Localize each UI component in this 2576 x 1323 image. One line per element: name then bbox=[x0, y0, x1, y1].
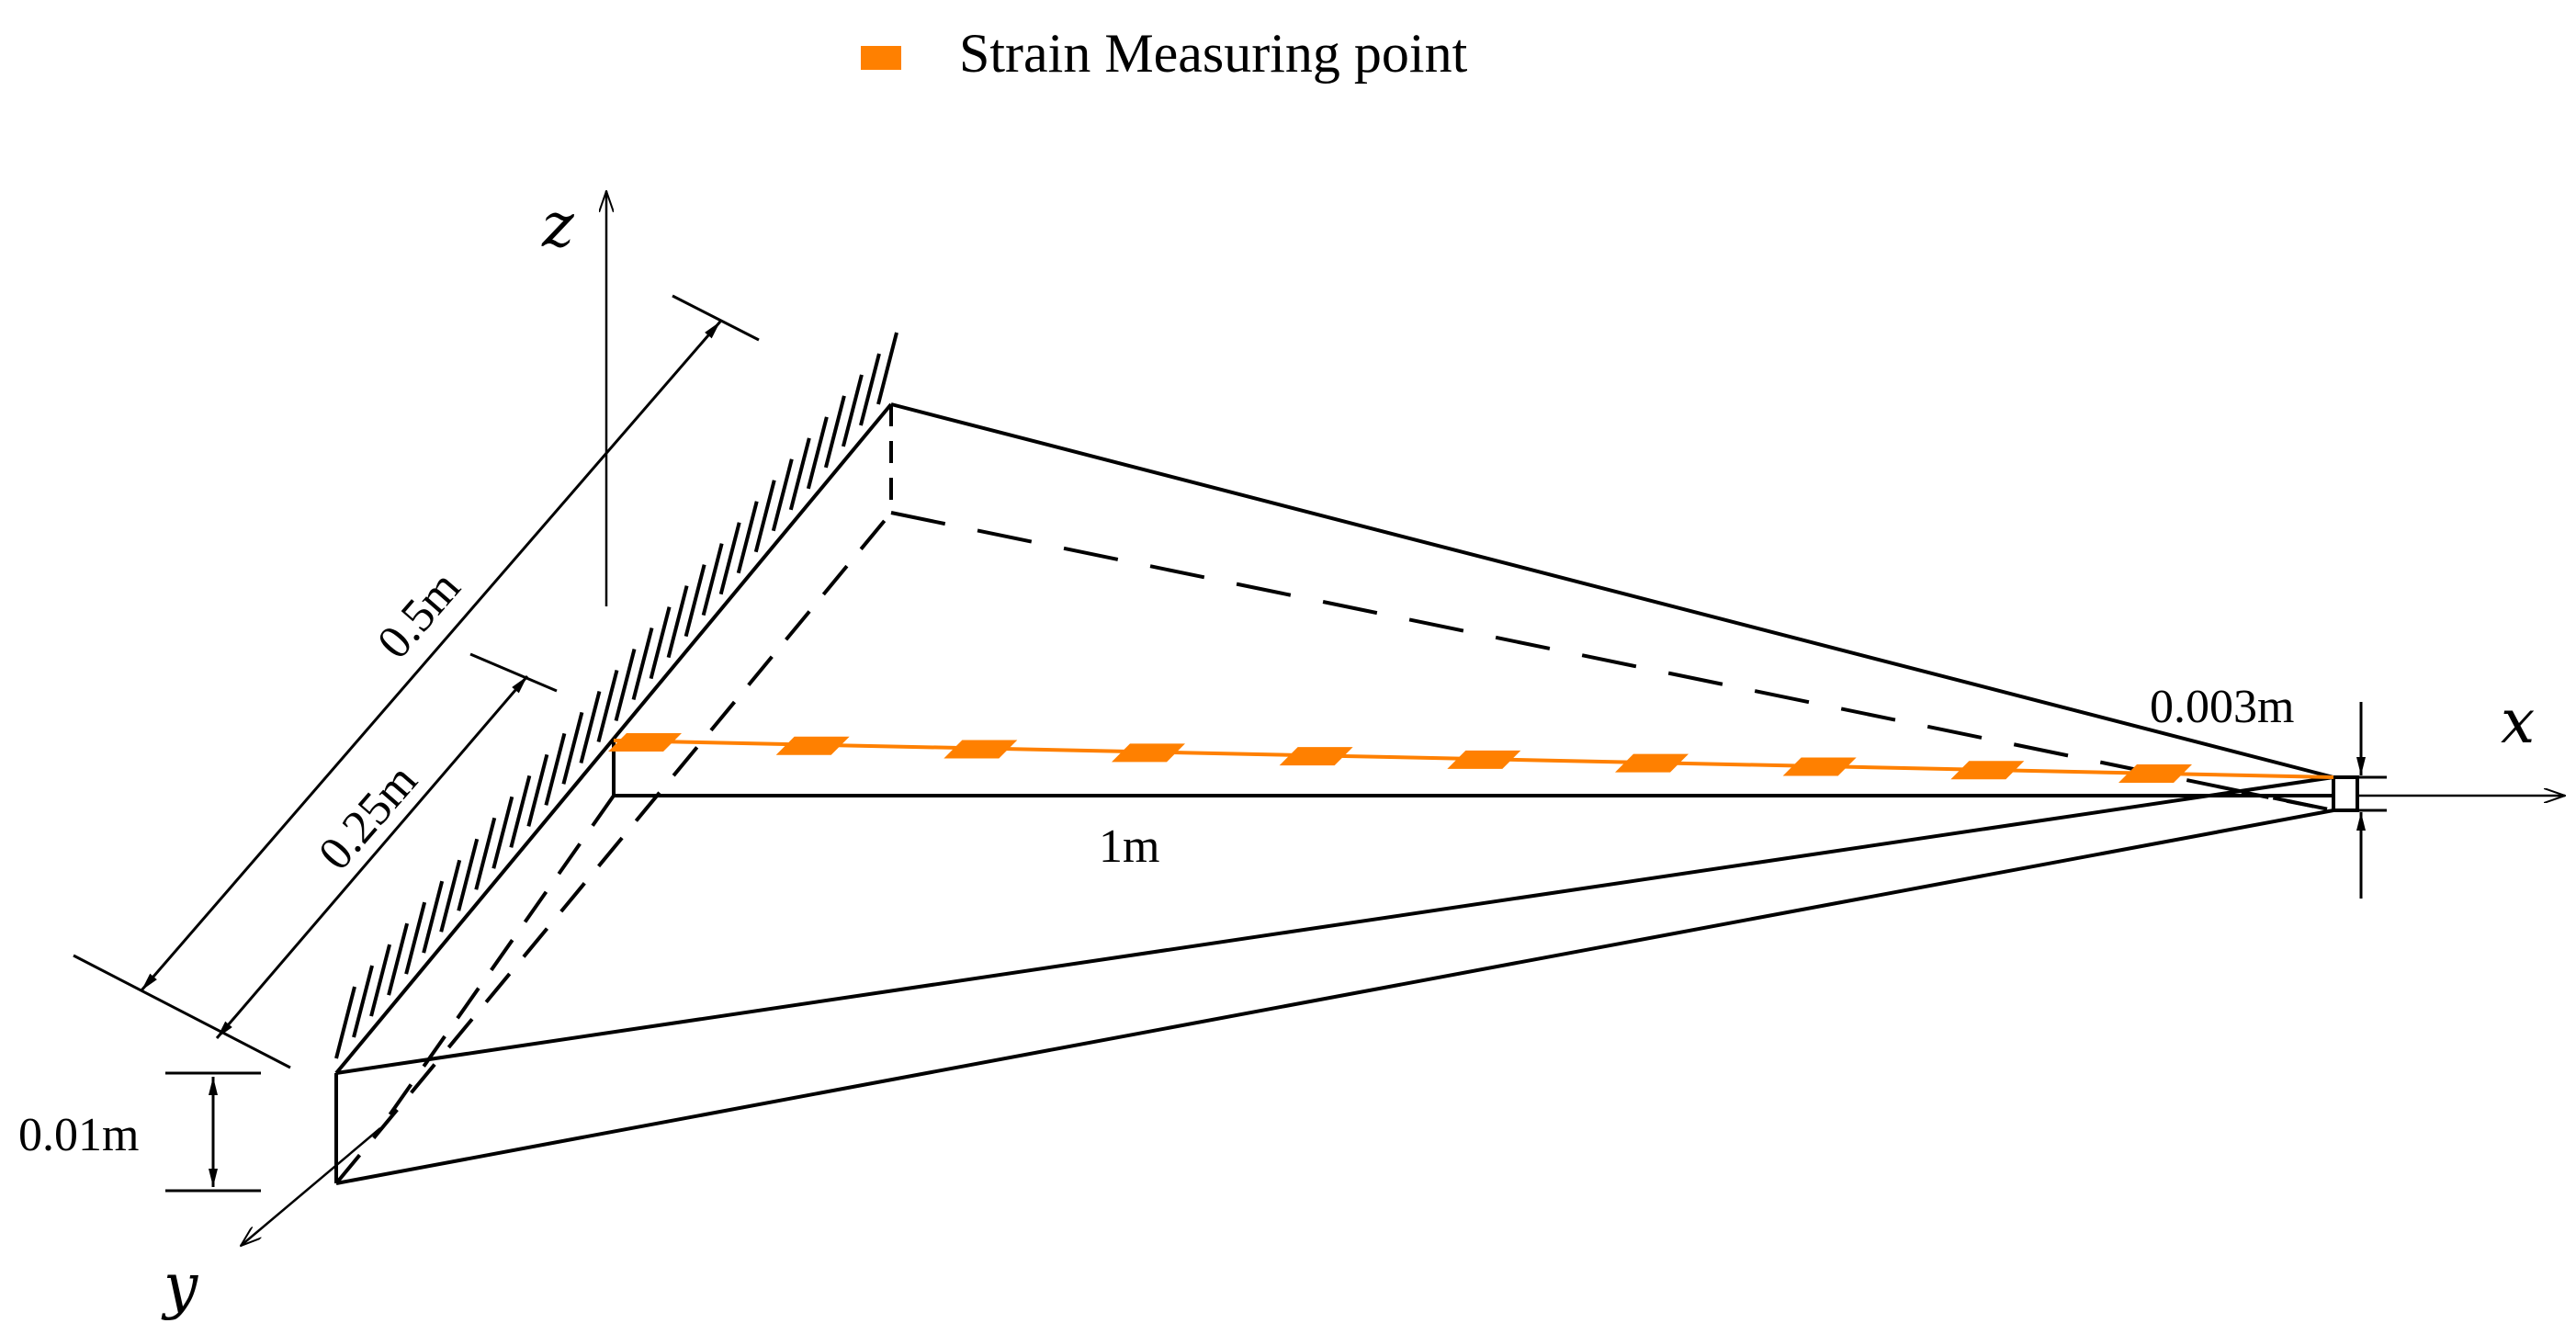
hatch-line bbox=[561, 711, 584, 785]
hatch-line bbox=[823, 395, 846, 469]
hatch-line bbox=[422, 880, 445, 954]
hatch-line bbox=[509, 775, 532, 848]
hatch-line bbox=[596, 669, 619, 742]
hatch-line bbox=[474, 817, 497, 890]
measuring-point bbox=[943, 740, 1018, 759]
measuring-point bbox=[2118, 764, 2192, 783]
measuring-line-group bbox=[608, 733, 2334, 783]
hatch-line bbox=[457, 838, 480, 911]
measuring-point bbox=[1447, 750, 1521, 769]
dim-root-thickness: 0.01m bbox=[18, 1071, 261, 1193]
hatch-line bbox=[544, 732, 567, 806]
z-axis-label: z bbox=[541, 190, 575, 261]
hatch-line bbox=[841, 374, 864, 447]
dim-0p25-ext-top bbox=[469, 652, 558, 693]
x-axis-label: x bbox=[2501, 686, 2535, 757]
legend-marker bbox=[861, 46, 901, 70]
x-axis: x bbox=[2357, 686, 2565, 796]
hatch-line bbox=[718, 522, 741, 595]
hatch-line bbox=[369, 944, 392, 1017]
dim-0p5-ext-bottom bbox=[73, 954, 291, 1069]
y-axis-line bbox=[241, 1127, 381, 1246]
mid-to-tip-hidden bbox=[2241, 790, 2334, 812]
hatch-line bbox=[876, 332, 898, 405]
hatch-line bbox=[788, 437, 811, 511]
measuring-point bbox=[1279, 747, 1353, 766]
hatch-line bbox=[334, 986, 356, 1059]
legend: Strain Measuring point bbox=[861, 23, 1468, 84]
hatch-line bbox=[614, 649, 637, 722]
mid-root-hidden bbox=[378, 794, 616, 1130]
top-back-edge bbox=[890, 402, 2334, 779]
hatch-line bbox=[439, 859, 462, 933]
hatch-line bbox=[701, 543, 724, 616]
measuring-point bbox=[1950, 761, 2025, 780]
bottom-front-edge bbox=[335, 808, 2334, 1185]
y-axis: y bbox=[161, 1127, 381, 1321]
dim-0p5-label: 0.5m bbox=[367, 561, 470, 669]
measuring-point bbox=[775, 736, 850, 755]
dim-tip-thickness: 0.003m bbox=[2150, 681, 2387, 899]
dim-0p01-label: 0.01m bbox=[18, 1109, 139, 1161]
hatch-line bbox=[736, 501, 759, 574]
measuring-point bbox=[1615, 753, 1689, 773]
hatch-line bbox=[352, 965, 374, 1038]
y-axis-label: y bbox=[161, 1250, 198, 1321]
dim-0p003-label: 0.003m bbox=[2150, 681, 2294, 733]
bottom-back-edge-hidden bbox=[890, 511, 2334, 812]
dim-0p5-ext-top bbox=[672, 294, 760, 342]
hatch-line bbox=[387, 922, 410, 996]
tip-section bbox=[2332, 775, 2359, 812]
measuring-point bbox=[1782, 757, 1857, 776]
hatch-line bbox=[684, 564, 706, 638]
dim-0p25-line bbox=[215, 675, 529, 1039]
hatch-line bbox=[579, 690, 602, 763]
top-front-edge bbox=[335, 775, 2334, 1075]
hatch-line bbox=[491, 796, 514, 869]
hatch-line bbox=[806, 416, 829, 490]
hatch-line bbox=[753, 480, 776, 553]
dim-length-label: 1m bbox=[1099, 820, 1159, 873]
z-axis: z bbox=[541, 190, 606, 606]
hatch-line bbox=[404, 901, 427, 975]
hatch-line bbox=[526, 753, 549, 827]
measuring-point bbox=[1112, 743, 1185, 763]
hatch-line bbox=[666, 585, 689, 659]
hatch-line bbox=[771, 458, 794, 532]
legend-label: Strain Measuring point bbox=[959, 23, 1468, 84]
hatch-line bbox=[649, 606, 672, 680]
hatch-line bbox=[859, 353, 881, 426]
dim-width-full: 0.5m bbox=[73, 294, 760, 1069]
measuring-point bbox=[608, 733, 682, 752]
beam-body bbox=[334, 402, 2359, 1185]
hatch-line bbox=[631, 628, 654, 701]
